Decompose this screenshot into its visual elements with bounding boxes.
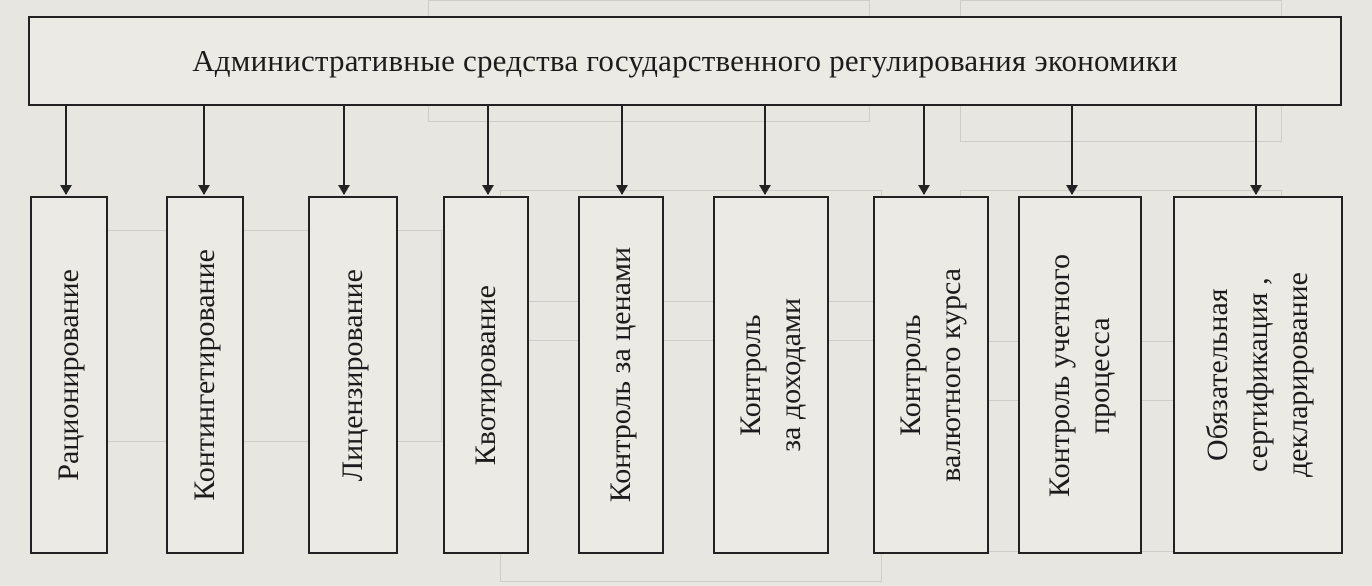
leaf-node-licensing: Лицензирование xyxy=(308,196,398,554)
root-node: Административные средства государственно… xyxy=(28,16,1342,106)
root-node-label: Административные средства государственно… xyxy=(192,43,1178,78)
leaf-label: Квотирование xyxy=(469,284,502,466)
leaf-label: Лицензирование xyxy=(336,268,369,482)
leaf-label: Обязательная сертификация , декларирован… xyxy=(1201,272,1314,478)
leaf-label: Контроль валютного курса xyxy=(894,268,967,482)
leaf-node-rationing: Рационирование xyxy=(30,196,108,554)
leaf-label: Контроль учетного процесса xyxy=(1043,253,1116,497)
leaf-node-accounting-control: Контроль учетного процесса xyxy=(1018,196,1142,554)
leaf-label: Контроль за ценами xyxy=(604,247,637,503)
leaf-node-price-control: Контроль за ценами xyxy=(578,196,664,554)
leaf-node-contingent: Контингетирование xyxy=(166,196,244,554)
leaf-node-quota: Квотирование xyxy=(443,196,529,554)
leaf-node-income-control: Контроль за доходами xyxy=(713,196,829,554)
leaf-label: Рационирование xyxy=(52,269,85,481)
leaf-node-currency-control: Контроль валютного курса xyxy=(873,196,989,554)
leaf-node-certification: Обязательная сертификация , декларирован… xyxy=(1173,196,1343,554)
leaf-label: Контингетирование xyxy=(188,249,221,501)
leaf-label: Контроль за доходами xyxy=(734,298,807,452)
